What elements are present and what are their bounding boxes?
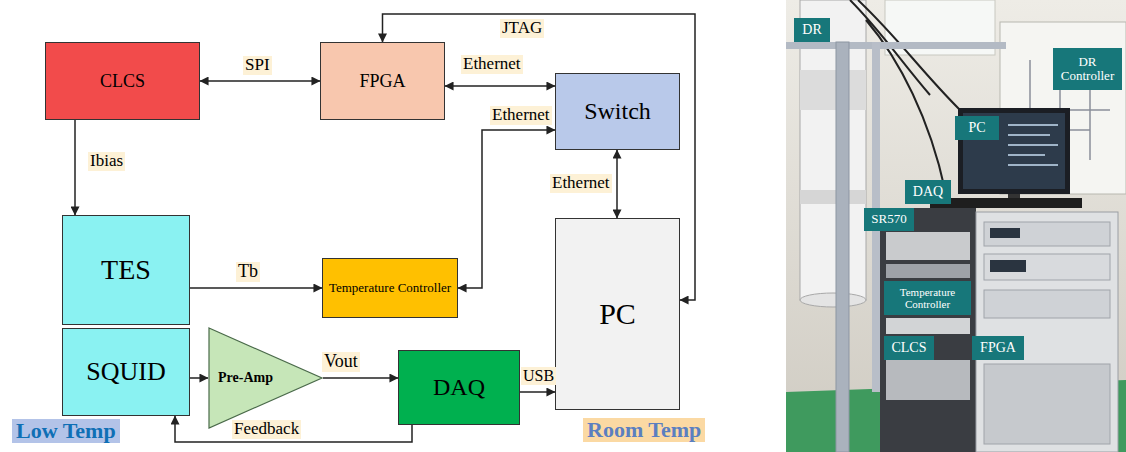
lab-wall [786,0,1126,452]
monitor [958,108,1070,194]
photo-tag: CLCS [884,336,934,360]
tag-label: DR Controller [1053,55,1122,84]
signal-connector [190,287,322,289]
fpga-box: FPGA [320,42,445,120]
box-label: SQUID [86,357,165,387]
region-label: Room Temp [583,418,705,442]
signal-label: JTAG [500,19,544,38]
daq-box: DAQ [398,350,520,425]
signal-connector [458,130,555,288]
photo-tag: DR Controller [1053,48,1122,90]
signal-label: Ethernet [550,174,612,193]
low-temp-region: Low Temp TES SQUID [10,200,200,444]
signal-connector [74,120,76,215]
tag-label: PC [968,120,985,135]
box-label: Switch [584,98,651,126]
photo-tag: Temperature Controller [884,281,971,315]
amplifier-outline [209,328,322,428]
tag-label: CLCS [891,340,926,355]
region-outline [11,201,200,444]
instrument-display [990,228,1020,238]
refrigerator-band [800,190,866,204]
signal-connector [200,80,320,82]
frame-beam [786,42,1006,49]
photo-tag: FPGA [972,336,1024,360]
box-label: PC [599,297,636,332]
fpga-chassis [984,364,1110,444]
clcs-box: CLCS [45,42,200,120]
desk [930,198,1082,208]
tag-label: DR [802,22,821,37]
signal-label: Ibias [88,152,125,171]
instrument [984,254,1110,280]
instrument [886,360,970,400]
amplifier-label: Pre-Amp [218,370,273,386]
box-label: Temperature Controller [329,281,451,296]
squid-box: SQUID [62,328,190,416]
tag-label: DAQ [913,184,943,199]
preamp-triangle: Pre-Amp [208,327,323,429]
photo-tag: SR570 [864,208,914,231]
frame-pillar [836,42,849,452]
box-label: DAQ [433,374,485,402]
signal-connector [445,85,555,87]
signal-label: USB [521,367,556,385]
instrument [984,290,1110,318]
switch-box: Switch [555,73,680,150]
signal-connector [323,377,398,379]
instrument [984,222,1110,246]
instrument-display [990,260,1026,272]
tag-label: SR570 [871,212,906,226]
pc-box: PC [555,218,680,410]
signal-label: Tb [236,262,260,282]
signal-label: Ethernet [461,55,523,74]
instrument [886,264,970,278]
monitor-screen [963,113,1065,189]
right-rack [976,212,1118,452]
box-label: FPGA [359,71,405,92]
left-rack [880,208,976,452]
signal-connector [520,391,555,393]
box-label: TES [101,254,151,286]
region-label: Low Temp [12,419,120,443]
tes-box: TES [62,215,190,325]
instrument [886,318,970,334]
box-label: CLCS [100,71,145,92]
photo-tag: PC [955,116,999,140]
tag-label: FPGA [980,340,1016,355]
region-outline [5,5,712,448]
refrigerator-bottom [800,293,866,307]
signal-connector [616,150,618,218]
tag-label: Temperature Controller [884,286,971,310]
photo-tag: DAQ [905,180,951,204]
photo-tag: DR [794,18,830,42]
signal-label: SPI [243,56,272,75]
signal-label: Vout [322,352,360,372]
temperature-controller-box: Temperature Controller [322,258,458,318]
signal-connector [190,377,208,379]
refrigerator-band [800,70,866,110]
signal-label: Ethernet [490,106,552,125]
screen-lines [1008,125,1058,165]
instrument [886,232,970,260]
signal-label: Feedback [232,420,301,439]
cables [850,0,960,190]
